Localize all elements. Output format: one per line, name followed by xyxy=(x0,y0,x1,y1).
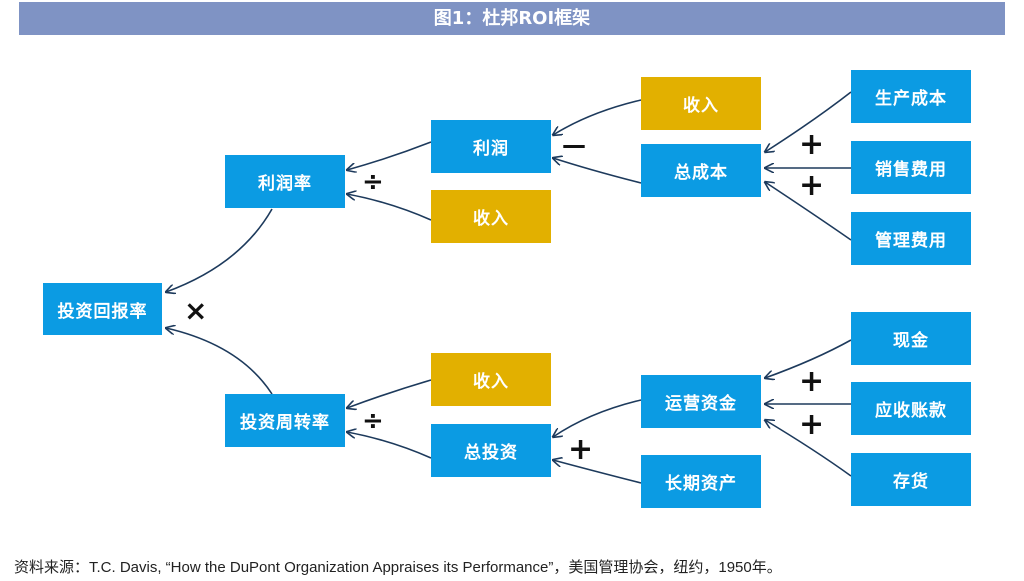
node-sales-cost-label: 销售费用 xyxy=(875,160,947,180)
plus-operator-investment: + xyxy=(568,432,594,467)
node-turnover-label: 投资周转率 xyxy=(240,413,330,433)
arrow-revenue-to-margin xyxy=(347,194,432,221)
node-long-term-assets-label: 长期资产 xyxy=(665,474,737,494)
divide-operator-top: ÷ xyxy=(362,167,384,197)
node-cash: 现金 xyxy=(851,312,971,365)
node-receivables: 应收账款 xyxy=(851,382,971,435)
node-profit-margin-label: 利润率 xyxy=(258,174,312,194)
node-turnover: 投资周转率 xyxy=(225,394,345,447)
node-admin-cost: 管理费用 xyxy=(851,212,971,265)
node-revenue-top-label: 收入 xyxy=(683,96,719,116)
node-profit-label: 利润 xyxy=(473,139,509,159)
node-roi: 投资回报率 xyxy=(43,283,162,335)
node-revenue-profit: 收入 xyxy=(431,190,551,243)
node-roi-label: 投资回报率 xyxy=(57,301,148,322)
arrow-wc-to-investment xyxy=(553,399,642,437)
minus-operator: — xyxy=(562,131,586,159)
multiply-operator: × xyxy=(184,294,208,327)
arrow-production-to-cost xyxy=(765,91,852,152)
node-revenue-top: 收入 xyxy=(641,77,761,130)
arrow-investment-to-turnover xyxy=(347,432,432,459)
node-sales-cost: 销售费用 xyxy=(851,141,971,194)
arrow-lta-to-investment xyxy=(553,460,642,484)
node-production-cost-label: 生产成本 xyxy=(875,89,947,109)
node-revenue-turnover-label: 收入 xyxy=(473,372,509,392)
plus-operator-wc-2: + xyxy=(799,407,825,442)
plus-operator-cost-1: + xyxy=(799,127,825,162)
arrow-turnover-to-roi xyxy=(166,328,273,395)
source-note: 资料来源：T.C. Davis, “How the DuPont Organiz… xyxy=(14,559,782,576)
arrow-totalcost-to-profit xyxy=(553,158,642,184)
node-revenue-turnover: 收入 xyxy=(431,353,551,406)
node-admin-cost-label: 管理费用 xyxy=(875,231,947,251)
node-total-investment-label: 总投资 xyxy=(464,443,518,463)
arrow-revenue-to-turnover xyxy=(347,379,432,408)
plus-operator-cost-2: + xyxy=(799,168,825,203)
node-production-cost: 生产成本 xyxy=(851,70,971,123)
node-profit: 利润 xyxy=(431,120,551,173)
arrow-admin-to-cost xyxy=(765,182,852,241)
node-receivables-label: 应收账款 xyxy=(875,401,947,421)
arrow-revenue-to-profit xyxy=(553,99,642,135)
arrow-profit-to-margin xyxy=(347,141,432,170)
node-long-term-assets: 长期资产 xyxy=(641,455,761,508)
node-inventory-label: 存货 xyxy=(893,472,929,492)
arrow-cash-to-wc xyxy=(765,339,852,378)
node-inventory: 存货 xyxy=(851,453,971,506)
node-revenue-profit-label: 收入 xyxy=(473,209,509,229)
title-bar: 图1：杜邦ROI框架 xyxy=(19,2,1005,35)
arrow-margin-to-roi xyxy=(166,208,273,292)
node-profit-margin: 利润率 xyxy=(225,155,345,208)
arrow-inventory-to-wc xyxy=(765,420,852,477)
node-working-capital: 运营资金 xyxy=(641,375,761,428)
node-cash-label: 现金 xyxy=(893,331,929,351)
page-title: 图1：杜邦ROI框架 xyxy=(433,8,591,29)
node-total-investment: 总投资 xyxy=(431,424,551,477)
node-total-cost: 总成本 xyxy=(641,144,761,197)
plus-operator-wc-1: + xyxy=(799,364,825,399)
divide-operator-bottom: ÷ xyxy=(362,406,384,436)
node-total-cost-label: 总成本 xyxy=(674,163,728,183)
node-working-capital-label: 运营资金 xyxy=(665,394,737,414)
